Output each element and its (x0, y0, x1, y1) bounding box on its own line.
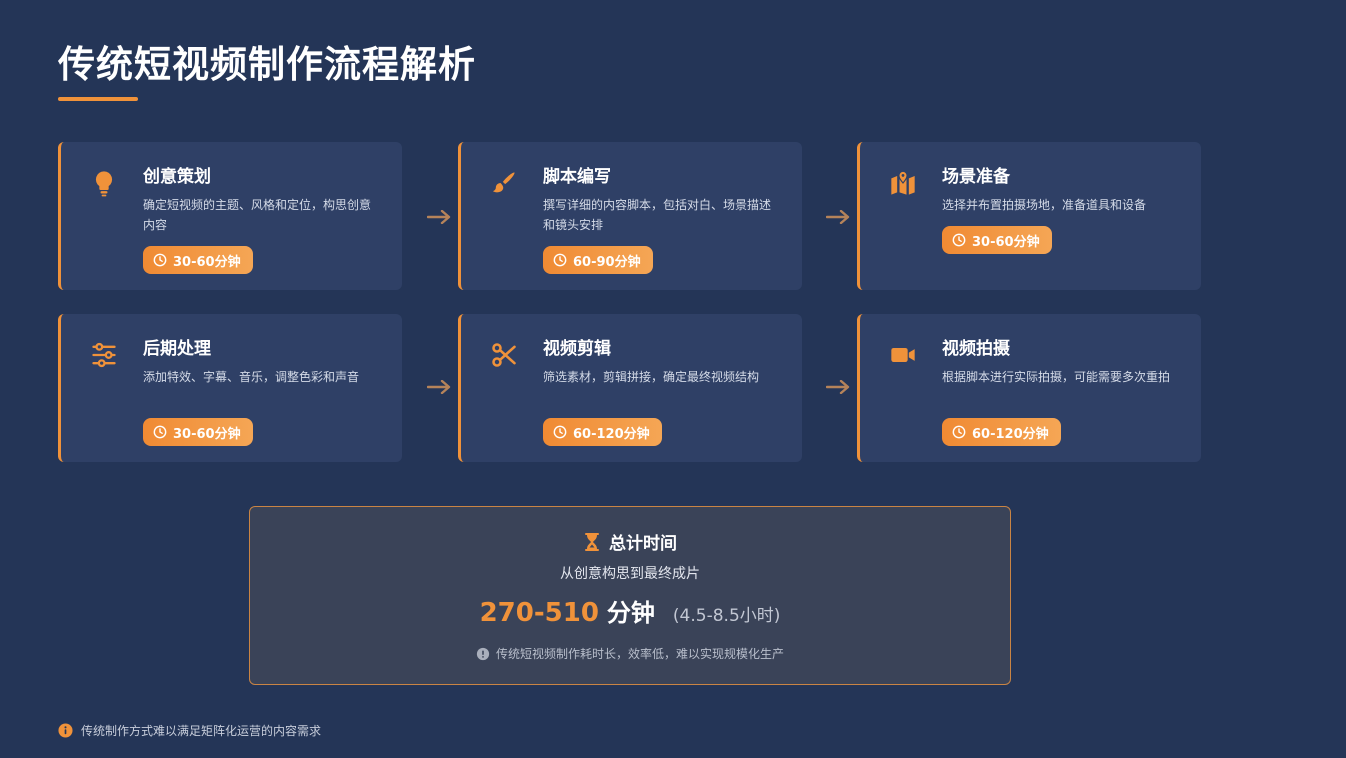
summary-subtitle: 从创意构思到最终成片 (560, 566, 700, 582)
step-description: 选择并布置拍摄场地，准备道具和设备 (942, 198, 1147, 212)
page-title: 传统短视频制作流程解析 (58, 43, 476, 86)
lightbulb-icon (89, 168, 119, 198)
step-card-ideation: 创意策划 确定短视频的主题、风格和定位，构思创意内容 30-60分钟 (58, 142, 402, 290)
duration-badge: 60-90分钟 (543, 246, 653, 274)
duration-badge: 60-120分钟 (942, 418, 1061, 446)
clock-icon (952, 425, 966, 439)
step-description: 根据脚本进行实际拍摄，可能需要多次重拍 (942, 370, 1171, 384)
step-description: 添加特效、字幕、音乐，调整色彩和声音 (143, 370, 360, 384)
duration-label: 60-120分钟 (573, 426, 650, 442)
clock-icon (952, 233, 966, 247)
duration-label: 60-90分钟 (573, 254, 641, 270)
step-card-script: 脚本编写 撰写详细的内容脚本，包括对白、场景描述和镜头安排 60-90分钟 (458, 142, 802, 290)
summary-title: 总计时间 (609, 534, 677, 554)
duration-label: 30-60分钟 (972, 234, 1040, 250)
clock-icon (153, 425, 167, 439)
info-icon (476, 647, 490, 660)
step-card-scene: 场景准备 选择并布置拍摄场地，准备道具和设备 30-60分钟 (857, 142, 1201, 290)
duration-badge: 60-120分钟 (543, 418, 662, 446)
footer-note: 传统制作方式难以满足矩阵化运营的内容需求 (58, 722, 321, 739)
video-camera-icon (888, 340, 918, 370)
duration-label: 30-60分钟 (173, 254, 241, 270)
step-title: 创意策划 (143, 167, 211, 187)
clock-icon (553, 425, 567, 439)
step-title: 视频剪辑 (543, 339, 611, 359)
scissors-icon (489, 340, 519, 370)
arrow-left-icon (427, 380, 451, 394)
map-location-icon (888, 168, 918, 198)
total-unit: 分钟 (606, 599, 655, 627)
total-time-panel: 总计时间 从创意构思到最终成片 270-510 分钟 (4.5-8.5小时) 传… (249, 506, 1011, 685)
paintbrush-icon (489, 168, 519, 198)
total-range: 270-510 (479, 598, 599, 628)
summary-header: 总计时间 (250, 529, 1010, 554)
step-description: 筛选素材，剪辑拼接，确定最终视频结构 (543, 370, 760, 384)
arrow-right-icon (427, 210, 451, 224)
step-card-post: 后期处理 添加特效、字幕、音乐，调整色彩和声音 30-60分钟 (58, 314, 402, 462)
duration-badge: 30-60分钟 (143, 246, 253, 274)
clock-icon (553, 253, 567, 267)
summary-total: 270-510 分钟 (4.5-8.5小时) (250, 593, 1010, 628)
title-underline (58, 97, 138, 101)
duration-label: 60-120分钟 (972, 426, 1049, 442)
summary-note: 传统短视频制作耗时长，效率低，难以实现规模化生产 (250, 645, 1010, 662)
step-title: 视频拍摄 (942, 339, 1010, 359)
step-card-editing: 视频剪辑 筛选素材，剪辑拼接，确定最终视频结构 60-120分钟 (458, 314, 802, 462)
duration-badge: 30-60分钟 (143, 418, 253, 446)
step-card-shooting: 视频拍摄 根据脚本进行实际拍摄，可能需要多次重拍 60-120分钟 (857, 314, 1201, 462)
clock-icon (153, 253, 167, 267)
step-description: 撰写详细的内容脚本，包括对白、场景描述和镜头安排 (543, 198, 772, 232)
info-icon (58, 723, 73, 738)
total-hours: (4.5-8.5小时) (672, 606, 781, 626)
duration-label: 30-60分钟 (173, 426, 241, 442)
step-title: 脚本编写 (543, 167, 611, 187)
footer-note-text: 传统制作方式难以满足矩阵化运营的内容需求 (81, 724, 322, 738)
duration-badge: 30-60分钟 (942, 226, 1052, 254)
step-title: 场景准备 (942, 167, 1010, 187)
summary-note-text: 传统短视频制作耗时长，效率低，难以实现规模化生产 (495, 647, 784, 661)
step-description: 确定短视频的主题、风格和定位，构思创意内容 (143, 198, 372, 232)
sliders-icon (89, 340, 119, 370)
hourglass-icon (585, 532, 599, 551)
arrow-left-icon (826, 380, 850, 394)
step-title: 后期处理 (143, 339, 211, 359)
arrow-right-icon (826, 210, 850, 224)
